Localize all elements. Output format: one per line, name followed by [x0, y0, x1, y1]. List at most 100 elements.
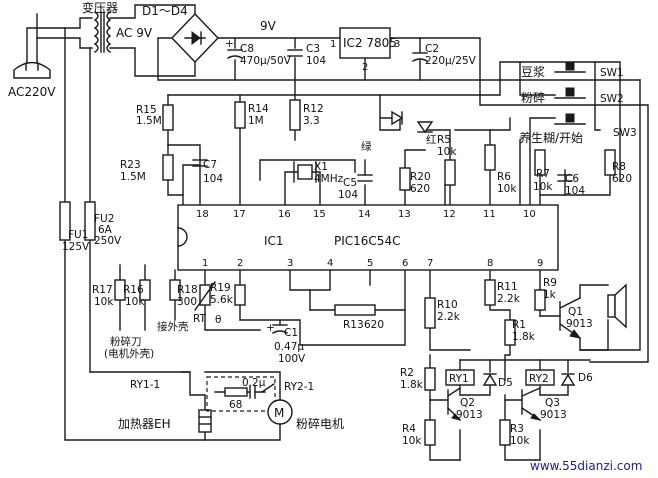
svg-text:12: 12	[443, 209, 456, 220]
svg-text:3: 3	[287, 258, 293, 269]
svg-text:10k: 10k	[94, 296, 114, 308]
resistor-r18	[169, 279, 181, 301]
relay-ry1	[445, 369, 475, 386]
motor	[267, 399, 293, 425]
snubber-box	[206, 376, 276, 412]
svg-text:4: 4	[327, 258, 333, 269]
svg-text:5.6k: 5.6k	[210, 294, 234, 306]
svg-text:C5: C5	[343, 177, 357, 189]
resistor-r10	[424, 297, 436, 329]
svg-text:620: 620	[364, 319, 384, 331]
resistor-r9	[534, 289, 546, 311]
svg-text:+: +	[225, 38, 234, 50]
label-health: 养生糊/开始	[519, 130, 583, 145]
svg-text:C1: C1	[284, 327, 298, 339]
label-ic2: IC2 7805	[343, 36, 397, 50]
svg-text:104: 104	[565, 185, 585, 197]
svg-text:R17: R17	[92, 284, 113, 296]
svg-text:10k: 10k	[510, 435, 530, 447]
transistor-q1	[559, 297, 582, 339]
led-red	[416, 121, 434, 134]
label-ic1-part: PIC16C54C	[334, 234, 400, 248]
resistor-r4	[424, 419, 436, 446]
resistor-r3	[499, 419, 511, 446]
resistor-r15	[162, 104, 174, 131]
transistor-q2	[447, 387, 462, 421]
svg-text:RY2-1: RY2-1	[284, 381, 314, 393]
svg-text:R16: R16	[123, 284, 144, 296]
svg-text:R13: R13	[343, 319, 364, 331]
svg-text:2: 2	[237, 258, 243, 269]
ic1-chip	[177, 204, 559, 271]
svg-text:104: 104	[203, 173, 223, 185]
svg-text:C7: C7	[203, 159, 217, 171]
svg-text:68: 68	[229, 399, 242, 411]
svg-text:1.5M: 1.5M	[136, 115, 162, 127]
svg-text:C2: C2	[425, 43, 439, 55]
label-diodes: D1～D4	[142, 4, 188, 18]
diode-d5	[482, 373, 498, 386]
svg-text:10: 10	[523, 209, 536, 220]
svg-text:6: 6	[402, 258, 408, 269]
svg-text:9: 9	[537, 258, 543, 269]
svg-text:R14: R14	[248, 103, 269, 115]
capacitor-c2	[412, 52, 428, 62]
svg-text:9013: 9013	[540, 409, 567, 421]
svg-text:104: 104	[338, 189, 358, 201]
svg-text:R20: R20	[410, 171, 431, 183]
svg-text:SW3: SW3	[613, 127, 637, 139]
svg-text:C3: C3	[306, 43, 320, 55]
svg-text:R2: R2	[400, 367, 414, 379]
svg-text:R4: R4	[402, 423, 416, 435]
svg-text:5: 5	[367, 258, 373, 269]
diode-d6	[560, 373, 576, 386]
heater-eh	[198, 409, 212, 433]
svg-text:R3: R3	[510, 423, 524, 435]
svg-text:7: 7	[427, 258, 433, 269]
switch-sw3	[554, 113, 586, 125]
switch-sw2	[554, 87, 586, 99]
svg-text:100V: 100V	[278, 353, 306, 365]
resistor-r6	[484, 144, 496, 171]
wires	[26, 4, 649, 461]
capacitor-c5	[357, 174, 373, 182]
svg-text:300: 300	[177, 296, 197, 308]
crystal-x1	[293, 161, 317, 183]
svg-text:RY2: RY2	[529, 373, 549, 385]
svg-text:SW2: SW2	[600, 93, 624, 105]
svg-text:Q3: Q3	[545, 397, 560, 409]
label-transformer: 变压器	[82, 0, 118, 15]
svg-text:C6: C6	[565, 173, 579, 185]
svg-text:RY1-1: RY1-1	[130, 379, 160, 391]
svg-text:1M: 1M	[248, 115, 264, 127]
svg-text:10k: 10k	[402, 435, 422, 447]
svg-text:104: 104	[306, 55, 326, 67]
svg-text:R5: R5	[437, 134, 451, 146]
svg-text:D5: D5	[498, 377, 513, 389]
svg-text:220μ/25V: 220μ/25V	[425, 55, 477, 67]
svg-text:470μ/50V: 470μ/50V	[240, 55, 292, 67]
svg-text:9013: 9013	[456, 409, 483, 421]
ac-plug	[13, 61, 51, 79]
svg-text:RT: RT	[193, 313, 207, 325]
svg-text:0.47μ: 0.47μ	[274, 341, 304, 353]
svg-text:13: 13	[398, 209, 411, 220]
bridge-rectifier	[171, 12, 219, 64]
resistor-r7	[534, 149, 546, 176]
transformer	[93, 11, 112, 53]
resistor-r13	[334, 304, 376, 316]
svg-text:125V: 125V	[62, 241, 90, 253]
svg-text:SW1: SW1	[600, 67, 624, 79]
label-blade: 粉碎刀	[110, 335, 142, 348]
resistor-r8	[604, 149, 616, 176]
fuse-fu1	[59, 201, 71, 241]
resistor-r16	[139, 279, 151, 301]
resistor-r19	[234, 284, 246, 306]
capacitor-c1	[272, 324, 288, 334]
svg-text:3: 3	[394, 39, 400, 50]
svg-text:10k: 10k	[125, 296, 145, 308]
svg-text:250V: 250V	[94, 235, 122, 247]
fuse-fu2	[84, 201, 96, 241]
svg-text:+: +	[266, 322, 275, 334]
